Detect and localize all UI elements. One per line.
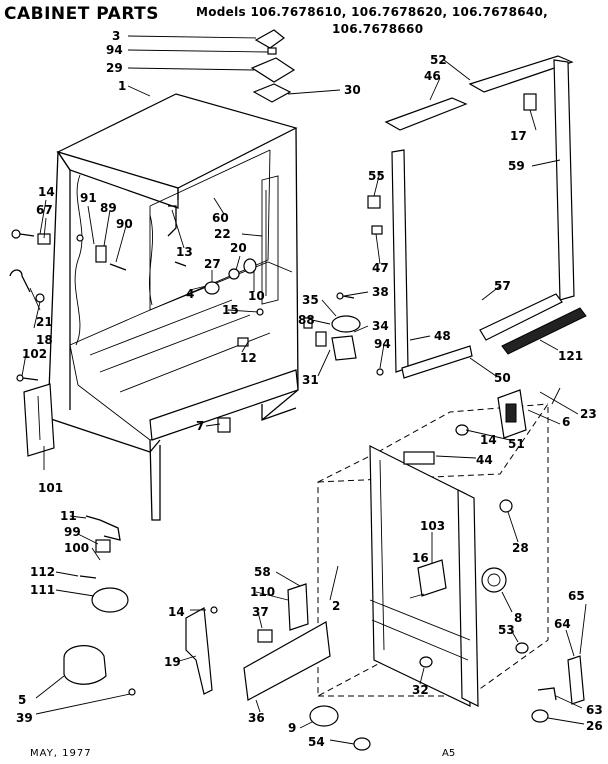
callout-59: 59: [508, 159, 525, 173]
lower-left-parts: [63, 515, 218, 696]
callout-53: 53: [498, 623, 515, 637]
door-shelf: [243, 583, 331, 701]
callout-16: 16: [412, 551, 429, 565]
top-hinge-parts: [250, 29, 296, 103]
callout-1: 1: [118, 79, 126, 93]
callout-14-shelf: 14: [168, 605, 185, 619]
callout-15: 15: [222, 303, 239, 317]
callout-103: 103: [420, 519, 445, 533]
door-assembly: [317, 389, 549, 707]
callout-46: 46: [424, 69, 441, 83]
callout-10: 10: [248, 289, 265, 303]
callout-65: 65: [568, 589, 585, 603]
callout-4: 4: [186, 287, 194, 301]
callout-14-door: 14: [480, 433, 497, 447]
callout-47: 47: [372, 261, 389, 275]
center-small-parts: [303, 195, 384, 376]
callout-13: 13: [176, 245, 193, 259]
callout-91: 91: [80, 191, 97, 205]
callout-52: 52: [430, 53, 447, 67]
callout-8: 8: [514, 611, 522, 625]
callout-38: 38: [372, 285, 389, 299]
callout-5: 5: [18, 693, 26, 707]
page-title: CABINET PARTS: [4, 4, 159, 24]
callout-110: 110: [250, 585, 275, 599]
callout-36: 36: [248, 711, 265, 725]
callout-64: 64: [554, 617, 571, 631]
callout-90: 90: [116, 217, 133, 231]
callout-63: 63: [586, 703, 603, 717]
model-numbers-line-2: 106.7678660: [332, 22, 424, 36]
callout-51: 51: [508, 437, 525, 451]
callout-18: 18: [36, 333, 53, 347]
footer-date: MAY, 1977: [30, 748, 92, 759]
callout-58: 58: [254, 565, 271, 579]
callout-39: 39: [16, 711, 33, 725]
callout-101: 101: [38, 481, 63, 495]
callout-31: 31: [302, 373, 319, 387]
callout-121: 121: [558, 349, 583, 363]
left-small-parts: [9, 205, 264, 457]
callout-27: 27: [204, 257, 221, 271]
callout-9: 9: [288, 721, 296, 735]
footer-code: A5: [442, 748, 456, 759]
callout-54: 54: [308, 735, 325, 749]
bottom-parts: [309, 655, 585, 751]
callout-34: 34: [372, 319, 389, 333]
callout-7: 7: [196, 419, 204, 433]
leader-lines: [21, 35, 587, 745]
callout-55: 55: [368, 169, 385, 183]
callout-44: 44: [476, 453, 493, 467]
callout-100: 100: [64, 541, 89, 555]
callout-102: 102: [22, 347, 47, 361]
callout-6: 6: [562, 415, 570, 429]
door-gasket-frame: [384, 55, 587, 379]
callout-67: 67: [36, 203, 53, 217]
callout-22: 22: [214, 227, 231, 241]
cabinet-shell: [47, 93, 299, 521]
callout-28: 28: [512, 541, 529, 555]
callout-60: 60: [212, 211, 229, 225]
callout-50: 50: [494, 371, 511, 385]
callout-11: 11: [60, 509, 77, 523]
callout-26: 26: [586, 719, 603, 733]
callout-17: 17: [510, 129, 527, 143]
callout-3: 3: [112, 29, 120, 43]
callout-57: 57: [494, 279, 511, 293]
callout-2: 2: [332, 599, 340, 613]
callout-99: 99: [64, 525, 81, 539]
callout-29: 29: [106, 61, 123, 75]
callout-37: 37: [252, 605, 269, 619]
callout-14-left: 14: [38, 185, 55, 199]
callout-labels: 3 94 29 30 1 52 46 17 59 14 67 91 89 90 …: [16, 29, 603, 749]
callout-23: 23: [580, 407, 597, 421]
callout-94-top: 94: [106, 43, 123, 57]
callout-21: 21: [36, 315, 53, 329]
callout-30: 30: [344, 83, 361, 97]
callout-48: 48: [434, 329, 451, 343]
callout-20: 20: [230, 241, 247, 255]
callout-32: 32: [412, 683, 429, 697]
callout-12: 12: [240, 351, 257, 365]
callout-19: 19: [164, 655, 181, 669]
callout-112: 112: [30, 565, 55, 579]
callout-35: 35: [302, 293, 319, 307]
callout-94-mid: 94: [374, 337, 391, 351]
model-numbers-line-1: Models 106.7678610, 106.7678620, 106.767…: [196, 5, 549, 19]
callout-88: 88: [298, 313, 315, 327]
callout-111: 111: [30, 583, 55, 597]
callout-89: 89: [100, 201, 117, 215]
